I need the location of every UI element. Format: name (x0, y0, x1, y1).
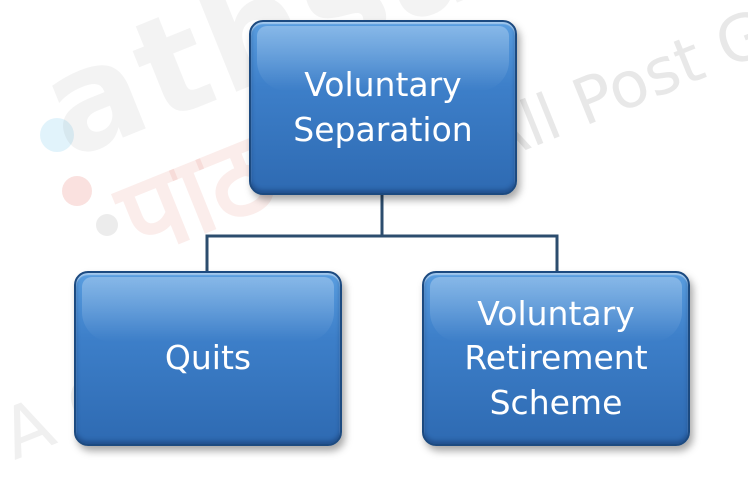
node-voluntary-separation: Voluntary Separation (249, 20, 517, 195)
node-voluntary-separation-label: Voluntary Separation (293, 65, 473, 149)
node-quits-label: Quits (164, 338, 252, 378)
node-quits: Quits (74, 271, 342, 446)
node-voluntary-retirement-scheme-label: Voluntary Retirement Scheme (464, 294, 648, 422)
node-voluntary-retirement-scheme: Voluntary Retirement Scheme (422, 271, 690, 446)
